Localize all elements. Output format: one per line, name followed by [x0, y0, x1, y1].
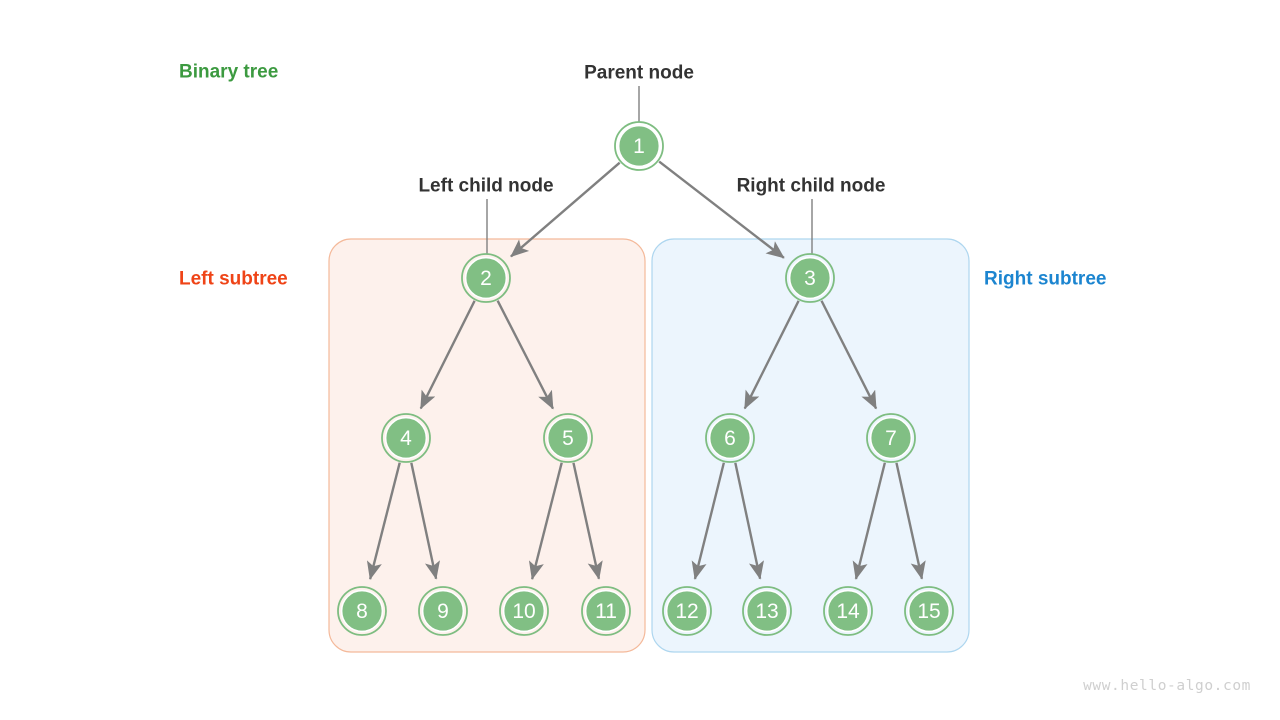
node-8[interactable]: 8 [337, 586, 387, 636]
node-12[interactable]: 12 [662, 586, 712, 636]
edge-4-9 [410, 462, 440, 580]
node-7-circle [869, 416, 913, 460]
edge-5-11 [572, 462, 603, 580]
node-1-label: 1 [633, 135, 645, 158]
edge-7-14 [852, 462, 887, 580]
node-5[interactable]: 5 [543, 413, 593, 463]
node-1[interactable]: 1 [614, 121, 664, 171]
node-12-label: 12 [675, 600, 698, 623]
node-10-circle [502, 589, 546, 633]
node-13-circle [745, 589, 789, 633]
node-15[interactable]: 15 [904, 586, 954, 636]
tree-edges-layer [366, 160, 926, 580]
edge-6-13 [734, 462, 764, 580]
node-2-label: 2 [480, 267, 492, 290]
subtree-boxes-layer [328, 238, 970, 653]
node-7[interactable]: 7 [866, 413, 916, 463]
edge-4-8 [366, 462, 401, 580]
node-15-circle [907, 589, 951, 633]
node-13-ring [742, 586, 792, 636]
edge-3-7 [820, 300, 878, 410]
watermark-text: www.hello-algo.com [1083, 678, 1251, 694]
node-10[interactable]: 10 [499, 586, 549, 636]
annotation-right-child-node: Right child node [737, 176, 886, 197]
node-7-ring [866, 413, 916, 463]
node-13-label: 13 [755, 600, 778, 623]
node-11[interactable]: 11 [581, 586, 631, 636]
right-subtree-box [651, 238, 970, 653]
node-9-circle [421, 589, 465, 633]
node-5-ring [543, 413, 593, 463]
edge-2-4 [419, 300, 476, 410]
edge-1-3 [658, 160, 785, 259]
left-subtree-box [328, 238, 646, 653]
node-5-label: 5 [562, 427, 574, 450]
node-5-circle [546, 416, 590, 460]
node-4[interactable]: 4 [381, 413, 431, 463]
annotation-parent-node: Parent node [584, 63, 694, 84]
node-6[interactable]: 6 [705, 413, 755, 463]
node-13[interactable]: 13 [742, 586, 792, 636]
node-6-label: 6 [724, 427, 736, 450]
node-12-ring [662, 586, 712, 636]
node-10-ring [499, 586, 549, 636]
node-4-label: 4 [400, 427, 412, 450]
node-6-ring [705, 413, 755, 463]
node-11-label: 11 [595, 600, 617, 623]
node-2-ring [461, 253, 511, 303]
edge-2-5 [496, 300, 555, 410]
edge-5-10 [528, 462, 563, 580]
node-15-label: 15 [917, 600, 940, 623]
node-8-label: 8 [356, 600, 368, 623]
node-9[interactable]: 9 [418, 586, 468, 636]
leader-lines-layer [486, 86, 813, 254]
node-7-label: 7 [885, 427, 897, 450]
node-6-circle [708, 416, 752, 460]
node-3-label: 3 [804, 267, 816, 290]
node-2-circle [464, 256, 508, 300]
node-2[interactable]: 2 [461, 253, 511, 303]
node-3-ring [785, 253, 835, 303]
node-8-circle [340, 589, 384, 633]
node-15-ring [904, 586, 954, 636]
node-8-ring [337, 586, 387, 636]
annotation-left-subtree: Left subtree [179, 269, 288, 290]
node-11-ring [581, 586, 631, 636]
node-14-label: 14 [836, 600, 860, 623]
node-11-circle [584, 589, 628, 633]
annotation-left-child-node: Left child node [418, 176, 553, 197]
node-3-circle [788, 256, 832, 300]
edge-1-2 [510, 161, 621, 258]
node-14[interactable]: 14 [823, 586, 873, 636]
node-3[interactable]: 3 [785, 253, 835, 303]
edge-7-15 [895, 462, 926, 580]
node-14-ring [823, 586, 873, 636]
node-1-ring [614, 121, 664, 171]
edge-3-6 [743, 300, 800, 410]
node-14-circle [826, 589, 870, 633]
node-9-ring [418, 586, 468, 636]
annotation-right-subtree: Right subtree [984, 269, 1106, 290]
node-9-label: 9 [437, 600, 449, 623]
node-10-label: 10 [512, 600, 535, 623]
node-1-circle [617, 124, 661, 168]
node-4-circle [384, 416, 428, 460]
annotation-binary-tree-title: Binary tree [179, 62, 278, 83]
node-12-circle [665, 589, 709, 633]
node-4-ring [381, 413, 431, 463]
edge-6-12 [691, 462, 726, 580]
